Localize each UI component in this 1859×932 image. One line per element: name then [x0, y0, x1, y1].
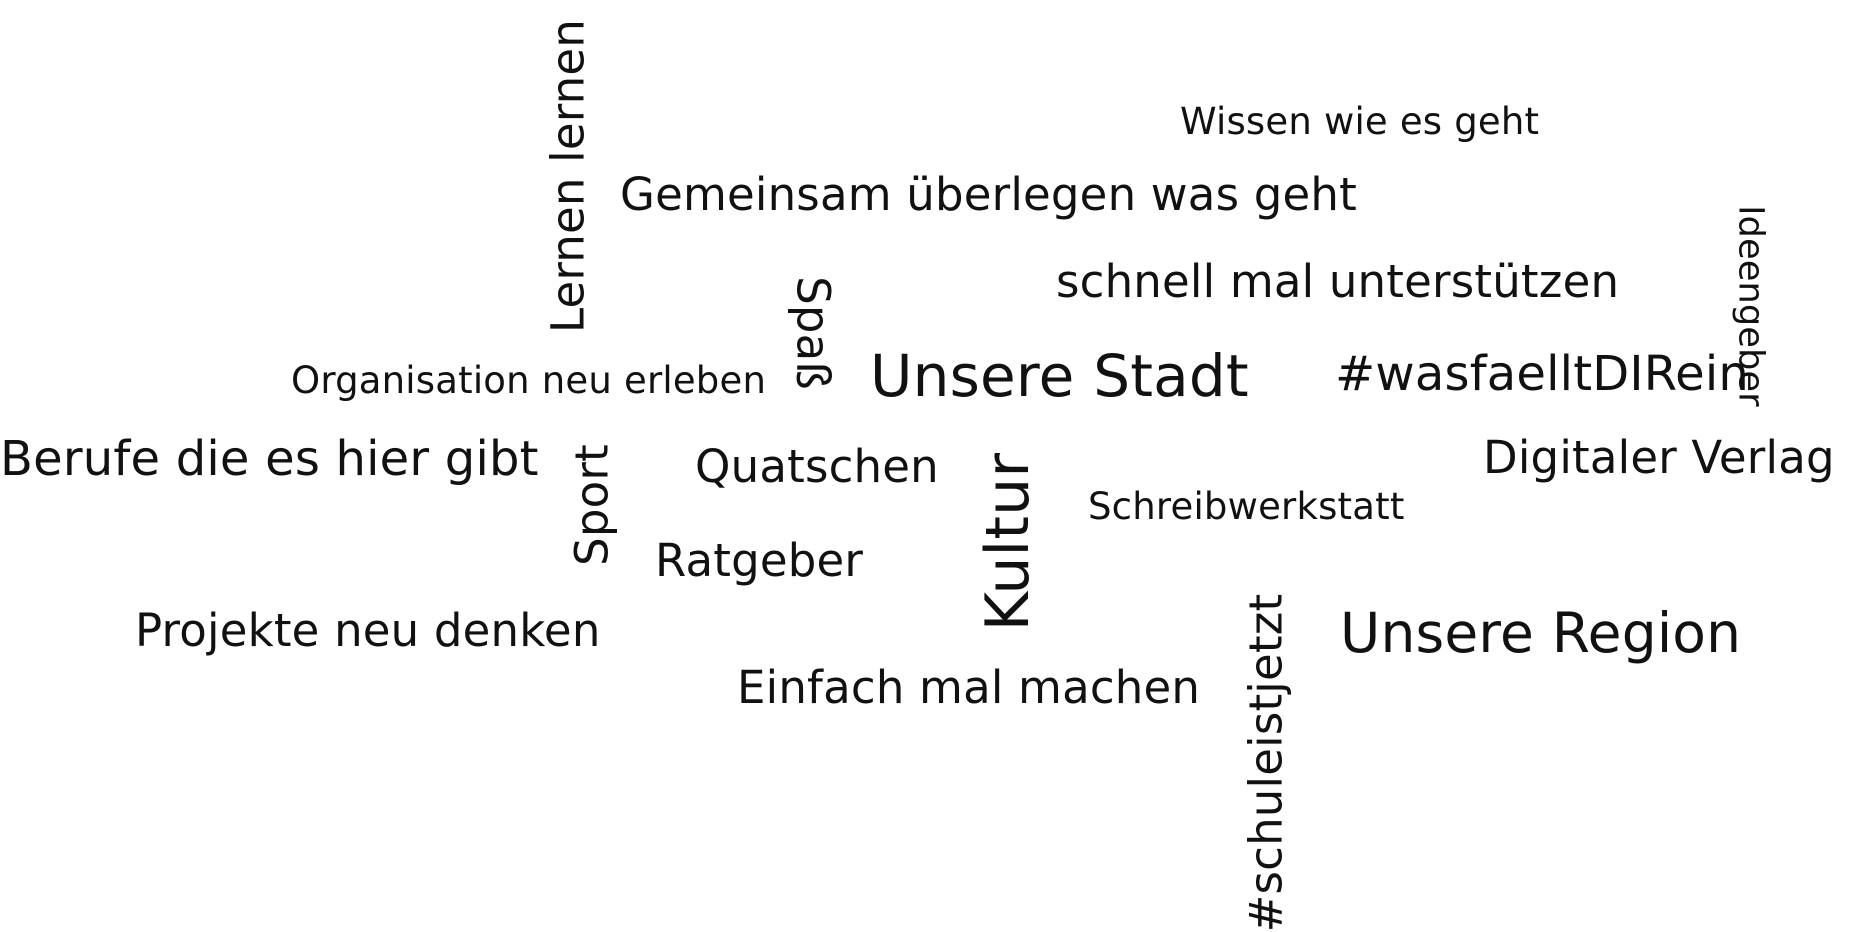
word-einfach-mal-machen: Einfach mal machen [737, 661, 1201, 714]
word-schreibwerkstatt: Schreibwerkstatt [1088, 485, 1405, 528]
word-wasfaellt-dir-ein: #wasfaelltDIRein [1335, 346, 1750, 402]
word-spass: Spaß [786, 276, 840, 390]
word-sport: Sport [565, 444, 619, 566]
word-lernen-lernen: Lernen lernen [541, 19, 595, 333]
word-organisation-neu-erleben: Organisation neu erleben [291, 359, 767, 402]
word-digitaler-verlag: Digitaler Verlag [1483, 431, 1835, 484]
word-schnell-mal-unterstuetzen: schnell mal unterstützen [1056, 255, 1620, 308]
word-kultur: Kultur [973, 452, 1043, 632]
word-ratgeber: Ratgeber [655, 534, 864, 587]
word-quatschen: Quatschen [695, 440, 939, 493]
word-gemeinsam-ueberlegen: Gemeinsam überlegen was geht [620, 168, 1357, 221]
word-schuleistjetzt: #schuleistjetzt [1239, 593, 1293, 932]
word-berufe-die-es-hier-gibt: Berufe die es hier gibt [0, 431, 539, 487]
word-unsere-stadt: Unsere Stadt [870, 342, 1249, 410]
word-projekte-neu-denken: Projekte neu denken [135, 604, 601, 657]
word-unsere-region: Unsere Region [1340, 601, 1742, 665]
word-wissen-wie-es-geht: Wissen wie es geht [1180, 100, 1540, 143]
